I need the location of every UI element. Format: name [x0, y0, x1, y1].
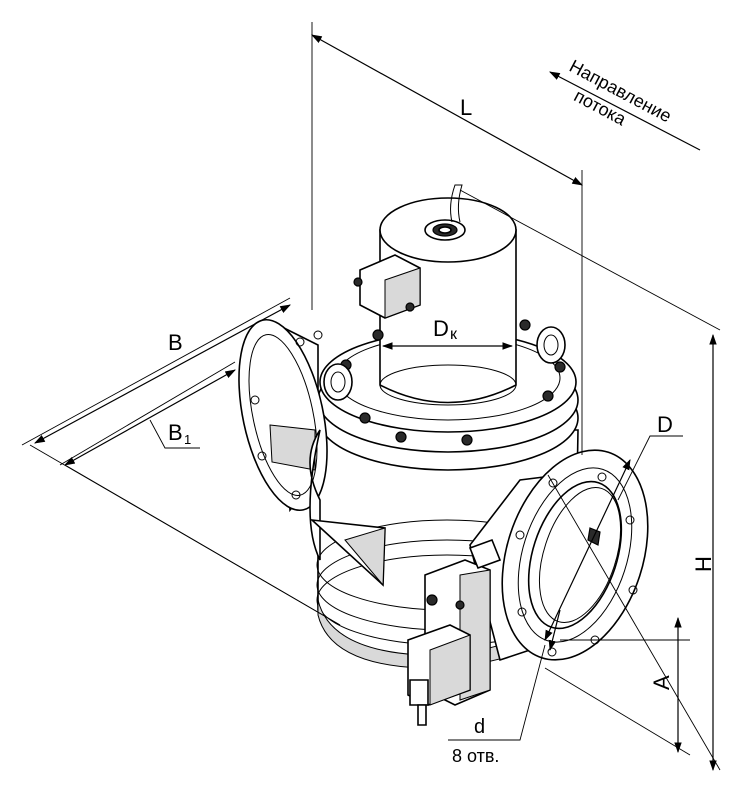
- svg-text:B: B: [168, 420, 183, 445]
- dimension-L-line: [311, 34, 583, 186]
- svg-text:D: D: [433, 316, 449, 341]
- valve-body: [238, 184, 649, 726]
- label-H: H: [691, 556, 716, 572]
- label-d: d: [474, 716, 485, 738]
- label-A: A: [649, 675, 674, 690]
- cover-bolts: [340, 319, 566, 446]
- label-flow-direction: Направление потока: [566, 56, 675, 130]
- svg-text:к: к: [450, 326, 458, 343]
- dimensions: [21, 22, 721, 772]
- label-B1: B 1: [168, 420, 191, 447]
- label-holes: 8 отв.: [452, 746, 499, 766]
- lifting-eyes: [323, 326, 566, 401]
- label-D: D: [657, 412, 673, 437]
- label-L: L: [460, 95, 472, 120]
- svg-text:1: 1: [184, 432, 191, 447]
- dimension-B1-line: [64, 369, 236, 466]
- coil-connector: [353, 254, 421, 319]
- label-Dk: D к: [433, 316, 458, 343]
- position-switch: [407, 538, 502, 726]
- label-B: B: [168, 330, 183, 355]
- flow-direction-arrow: [549, 71, 701, 151]
